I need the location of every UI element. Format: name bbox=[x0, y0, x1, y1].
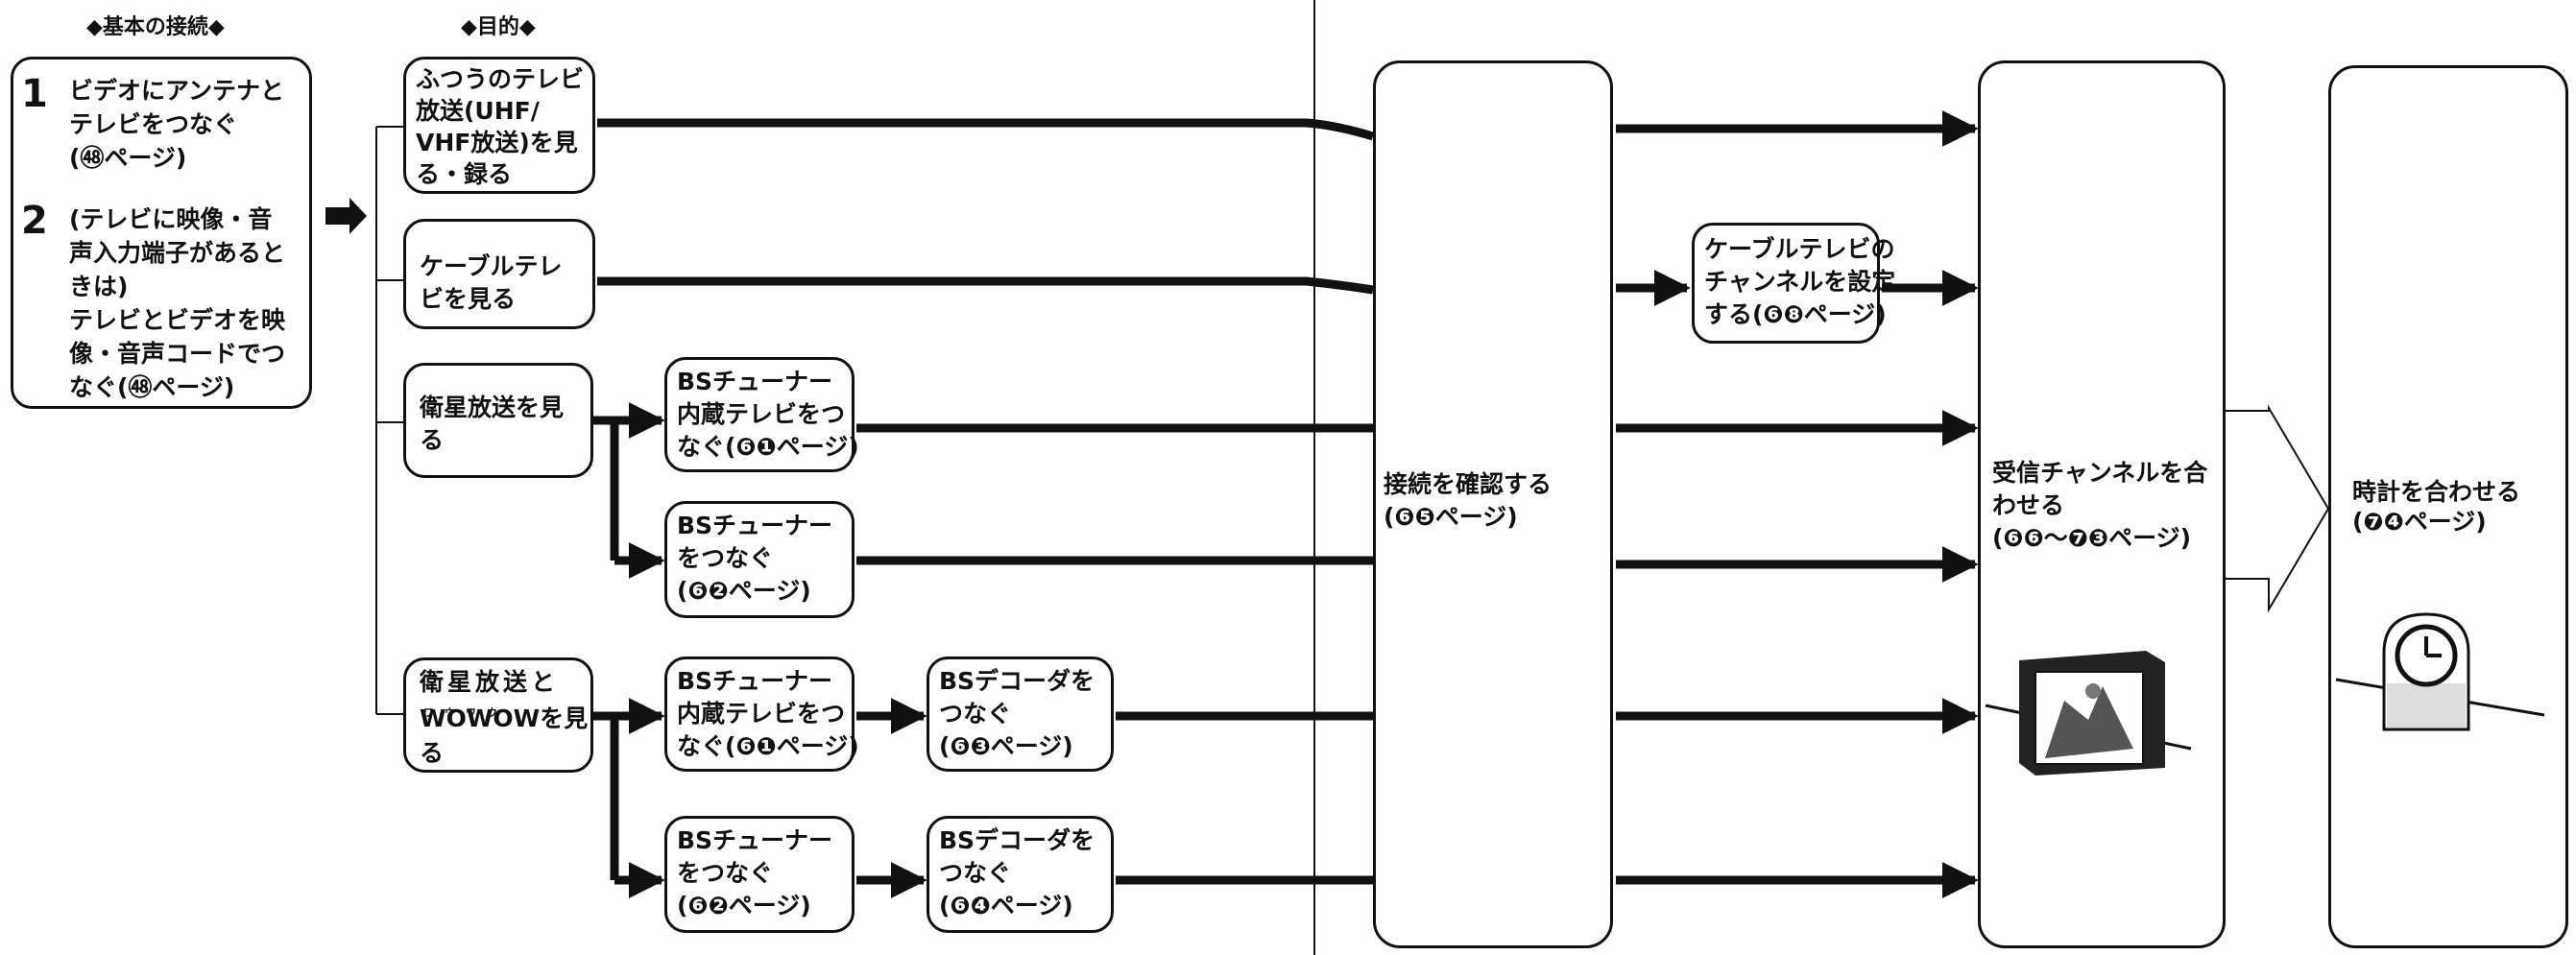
purpose-line: る bbox=[420, 426, 445, 454]
purpose-line: ケーブルテレ bbox=[420, 252, 563, 280]
tuner-box-builtin-2: BSチューナー 内蔵テレビをつ なぐ(❻❶ページ) bbox=[664, 657, 859, 772]
purpose-box-terrestrial: ふつうのテレビ 放送(UHF/ VHF放送)を見 る・録る bbox=[403, 57, 595, 194]
step-1-number: 1 bbox=[21, 72, 48, 116]
tuner-line: 内蔵テレビをつ bbox=[677, 700, 846, 728]
receive-line: 受信チャンネルを合 bbox=[1992, 459, 2208, 487]
hollow-arrow-icon bbox=[2226, 404, 2330, 613]
cable-setting-line: チャンネルを設定 bbox=[1704, 268, 1896, 296]
step-2-line: テレビとビデオを映 bbox=[69, 306, 286, 334]
confirm-connection-box: 接続を確認する (❻❺ページ) bbox=[1373, 60, 1613, 948]
clock-line: (❼❹ページ) bbox=[2352, 508, 2487, 536]
cable-setting-line: する(❻❽ページ) bbox=[1704, 300, 1887, 328]
wowow-ruby: ワウワウ bbox=[423, 706, 508, 719]
tuner-line: BSチューナー bbox=[677, 368, 833, 395]
purpose-line: VHF放送)を見 bbox=[416, 129, 578, 156]
clock-setting-box: 時計を合わせる (❼❹ページ) bbox=[2328, 65, 2568, 948]
cable-setting-line: ケーブルテレビの bbox=[1704, 235, 1895, 263]
tuner-line: BSチューナー bbox=[677, 826, 833, 854]
purpose-line: る・録る bbox=[416, 160, 513, 188]
tuner-line: BSチューナー bbox=[677, 512, 833, 539]
decoder-line: (❻❹ページ) bbox=[939, 892, 1073, 919]
tuner-box-builtin-1: BSチューナー 内蔵テレビをつ なぐ(❻❶ページ) bbox=[664, 357, 859, 472]
header-purpose: ◆目的◆ bbox=[461, 15, 536, 39]
purpose-bracket bbox=[375, 126, 403, 715]
step-2-number: 2 bbox=[21, 199, 48, 243]
step-1-line: テレビをつなぐ bbox=[69, 110, 238, 138]
decoder-line: つなぐ bbox=[939, 700, 1012, 728]
purpose-box-wowow: 衛星放送と ワウワウ WOWOWを見 る bbox=[403, 657, 593, 773]
clock-line: 時計を合わせる bbox=[2352, 478, 2521, 506]
purpose-line: 衛星放送を見 bbox=[420, 394, 565, 421]
purpose-line: る bbox=[420, 739, 445, 767]
purpose-box-satellite: 衛星放送を見 る bbox=[403, 363, 593, 478]
purpose-line: 放送(UHF/ bbox=[416, 97, 540, 125]
tuner-box-external-2: BSチューナー をつなぐ (❻❷ページ) bbox=[664, 816, 855, 933]
purpose-line: ビを見る bbox=[420, 285, 517, 313]
step-1-line: ビデオにアンテナと bbox=[69, 77, 285, 105]
purpose-line: WOWOWを見 bbox=[420, 704, 589, 732]
tuner-line: 内蔵テレビをつ bbox=[677, 400, 846, 428]
decoder-line: BSデコーダを bbox=[939, 826, 1095, 854]
purpose-box-cable: ケーブルテレ ビを見る bbox=[403, 219, 595, 329]
decoder-line: BSデコーダを bbox=[939, 667, 1095, 695]
step-2-line: (テレビに映像・音 bbox=[69, 205, 273, 233]
tuner-line: なぐ(❻❶ページ) bbox=[677, 433, 859, 461]
tuner-line: (❻❷ページ) bbox=[677, 577, 811, 605]
step-2-line: きは) bbox=[69, 273, 129, 300]
branch-lines bbox=[591, 416, 619, 880]
step-2-line: なぐ(㊽ページ) bbox=[69, 373, 235, 401]
flow-lines bbox=[597, 118, 1375, 885]
tuner-box-external-1: BSチューナー をつなぐ (❻❷ページ) bbox=[664, 501, 855, 618]
purpose-line: 衛星放送と bbox=[420, 668, 560, 696]
tuner-line: (❻❷ページ) bbox=[677, 892, 811, 919]
confirm-line: 接続を確認する bbox=[1384, 470, 1553, 498]
tuner-line: BSチューナー bbox=[677, 667, 833, 695]
decoder-box-1: BSデコーダを つなぐ (❻❸ページ) bbox=[927, 657, 1114, 772]
step-2-line: 声入力端子があると bbox=[69, 239, 286, 267]
big-arrow-icon bbox=[325, 198, 367, 234]
tuner-line: をつなぐ bbox=[677, 544, 774, 572]
branch-arrows bbox=[614, 402, 927, 898]
receive-line: わせる bbox=[1992, 491, 2065, 519]
decoder-box-2: BSデコーダを つなぐ (❻❹ページ) bbox=[927, 816, 1114, 933]
cable-setting-box: ケーブルテレビの チャンネルを設定 する(❻❽ページ) bbox=[1692, 223, 1895, 344]
header-basic: ◆基本の接続◆ bbox=[86, 15, 225, 39]
purpose-line: ふつうのテレビ bbox=[416, 65, 585, 93]
receive-channel-box: 受信チャンネルを合 わせる (❻❻〜❼❸ページ) bbox=[1978, 60, 2226, 948]
step-1-line: (㊽ページ) bbox=[69, 144, 187, 172]
decoder-line: つなぐ bbox=[939, 859, 1012, 887]
step-2-line: 像・音声コードでつ bbox=[69, 340, 286, 368]
confirm-line: (❻❺ページ) bbox=[1384, 503, 1518, 531]
confirm-out-arrows bbox=[1616, 110, 1979, 898]
tuner-line: をつなぐ bbox=[677, 859, 774, 887]
basic-connection-box: 1 ビデオにアンテナと テレビをつなぐ (㊽ページ) 2 (テレビに映像・音 声… bbox=[11, 57, 312, 409]
decoder-line: (❻❸ページ) bbox=[939, 732, 1073, 760]
receive-line: (❻❻〜❼❸ページ) bbox=[1992, 524, 2192, 552]
tuner-line: なぐ(❻❶ページ) bbox=[677, 732, 859, 760]
